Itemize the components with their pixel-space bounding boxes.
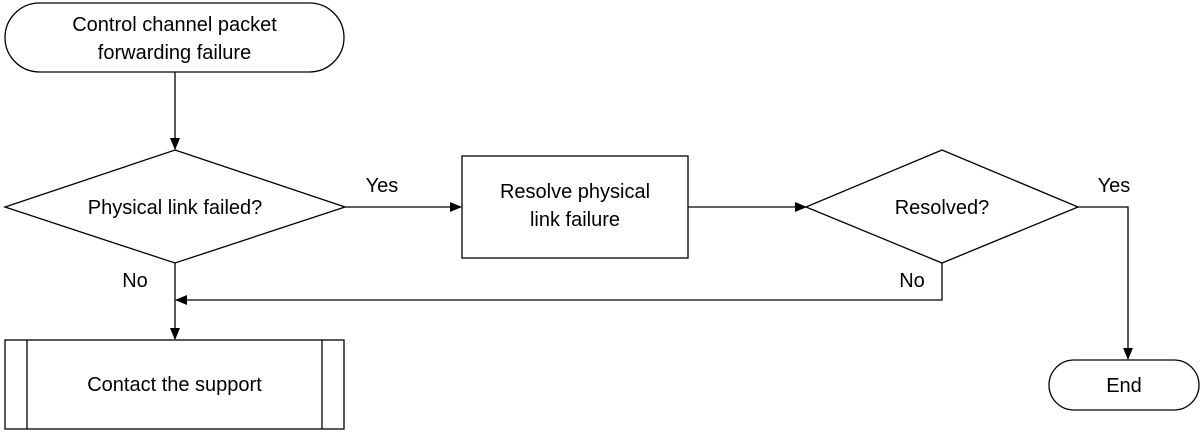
decision-resolved: Resolved? (804, 149, 1080, 264)
arrow-resolved-yes (1078, 206, 1133, 360)
end-label: End (1106, 375, 1142, 397)
edge-label-physical-yes: Yes (366, 175, 399, 197)
process-resolve-line1: Resolve physical (500, 181, 650, 203)
decision-physical-link: Physical link failed? (2, 149, 348, 264)
decision-resolved-label: Resolved? (895, 197, 990, 219)
subprocess-contact-support: Contact the support (4, 339, 345, 430)
arrow-resolved-no (175, 263, 943, 305)
edge-label-resolved-yes: Yes (1098, 175, 1131, 197)
start-terminator: Control channel packet forwarding failur… (4, 2, 345, 73)
process-resolve-line2: link failure (530, 209, 620, 231)
start-label-line2: forwarding failure (98, 42, 251, 64)
start-label-line1: Control channel packet (72, 14, 277, 36)
process-resolve-physical: Resolve physical link failure (461, 155, 689, 259)
edge-label-resolved-no: No (899, 270, 925, 292)
edge-label-physical-no: No (122, 270, 148, 292)
decision-physical-label: Physical link failed? (88, 197, 263, 219)
subprocess-support-label: Contact the support (87, 374, 262, 396)
end-terminator: End (1048, 359, 1200, 411)
